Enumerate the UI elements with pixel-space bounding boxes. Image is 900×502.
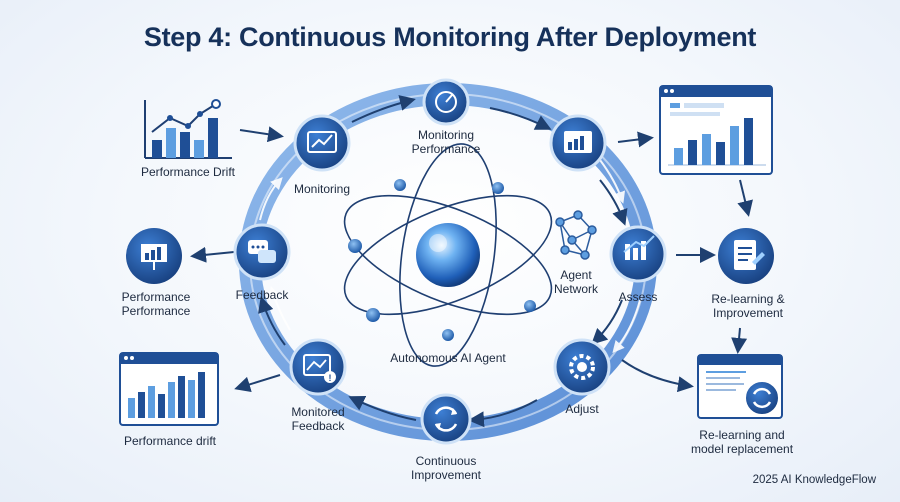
label-adjust: Adjust [565,402,599,416]
node-monitoring [293,114,351,172]
svg-text:!: ! [329,373,332,383]
label-monitoring: Monitoring [293,182,351,196]
relearning-document-icon [718,228,774,284]
atom-graphic [343,143,553,367]
label-assess: Assess [618,290,658,304]
performance-presentation-icon [126,228,182,284]
label-performance-performance: Performance Performance [121,290,191,318]
label-feedback: Feedback [235,288,289,302]
label-monitoring-performance: Monitoring Performance [411,128,481,156]
model-replacement-window-icon [697,354,783,419]
label-monitored-feedback: Monitored Feedback [291,405,345,433]
label-relearning-improvement: Re-learning & Improvement [711,292,785,320]
label-continuous-improvement: Continuous Improvement [410,454,482,482]
node-assess [609,225,667,283]
node-feedback [233,223,291,281]
page-title: Step 4: Continuous Monitoring After Depl… [143,22,757,52]
node-dashboard [549,114,607,172]
label-performance-drift-top: Performance Drift [140,165,236,179]
dashboard-window-icon [659,85,773,175]
outer-arrows [190,126,753,393]
ring-arrows [259,159,641,354]
label-performance-drift-bottom: Performance drift [123,434,217,448]
performance-drift-chart-icon [144,99,232,159]
performance-drift-window-icon [119,352,219,426]
agent-sphere-icon [416,223,480,287]
label-autonomous-ai-agent: Autonomous AI Agent [390,351,506,365]
node-adjust [553,338,611,396]
cycle-arrows [258,95,628,428]
label-agent-network: Agent Network [553,268,599,296]
node-continuous-improvement [420,393,472,445]
label-relearning-replacement: Re-learning and model replacement [690,428,794,456]
node-monitoring-performance [422,78,470,126]
footer-credit: 2025 AI KnowledgeFlow [752,474,876,486]
agent-network-icon [555,210,597,260]
node-monitored-feedback: ! [289,338,347,396]
